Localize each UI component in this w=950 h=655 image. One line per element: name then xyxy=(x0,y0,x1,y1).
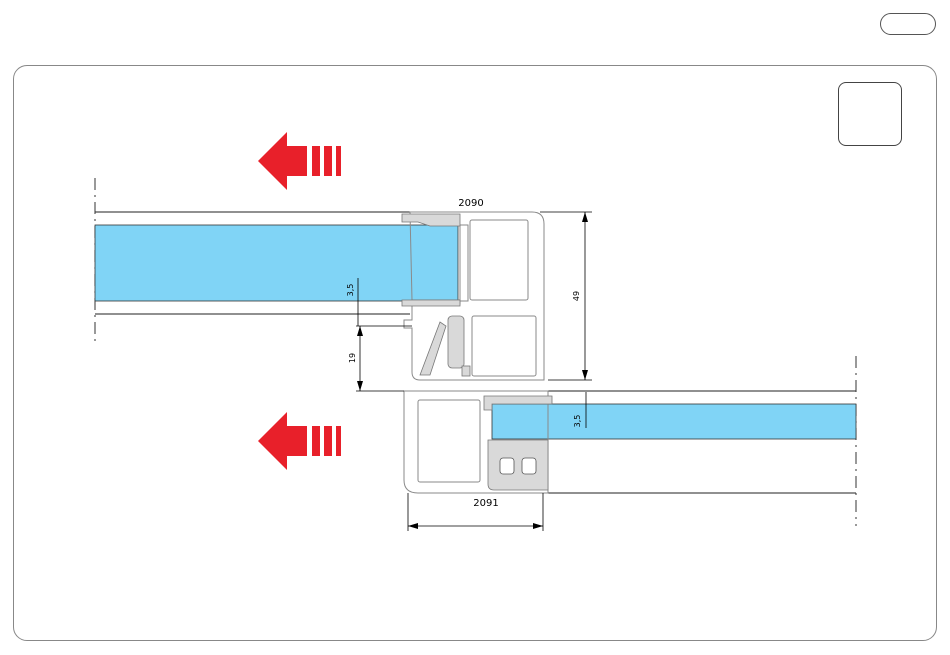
lower-sash xyxy=(404,356,856,526)
left-arrow-icon xyxy=(258,132,341,190)
insert-hole-right xyxy=(522,458,536,474)
lower-glass-pane xyxy=(492,404,856,439)
dim-label-3-5-upper: 3,5 xyxy=(346,284,355,297)
dim-label-3-5-lower: 3,5 xyxy=(573,415,582,428)
lower-gasket-insert xyxy=(488,440,548,490)
label-2091: 2091 xyxy=(473,498,498,509)
upper-gasket-clip xyxy=(420,322,446,375)
upper-gasket-block xyxy=(448,316,464,368)
upper-gasket-bottom xyxy=(402,300,460,306)
upper-glass-pane xyxy=(95,225,458,301)
insert-hole-left xyxy=(500,458,514,474)
dim-label-19: 19 xyxy=(348,353,357,363)
dim-label-49: 49 xyxy=(572,291,581,301)
label-2090: 2090 xyxy=(458,198,483,209)
left-arrow-icon xyxy=(258,412,341,470)
